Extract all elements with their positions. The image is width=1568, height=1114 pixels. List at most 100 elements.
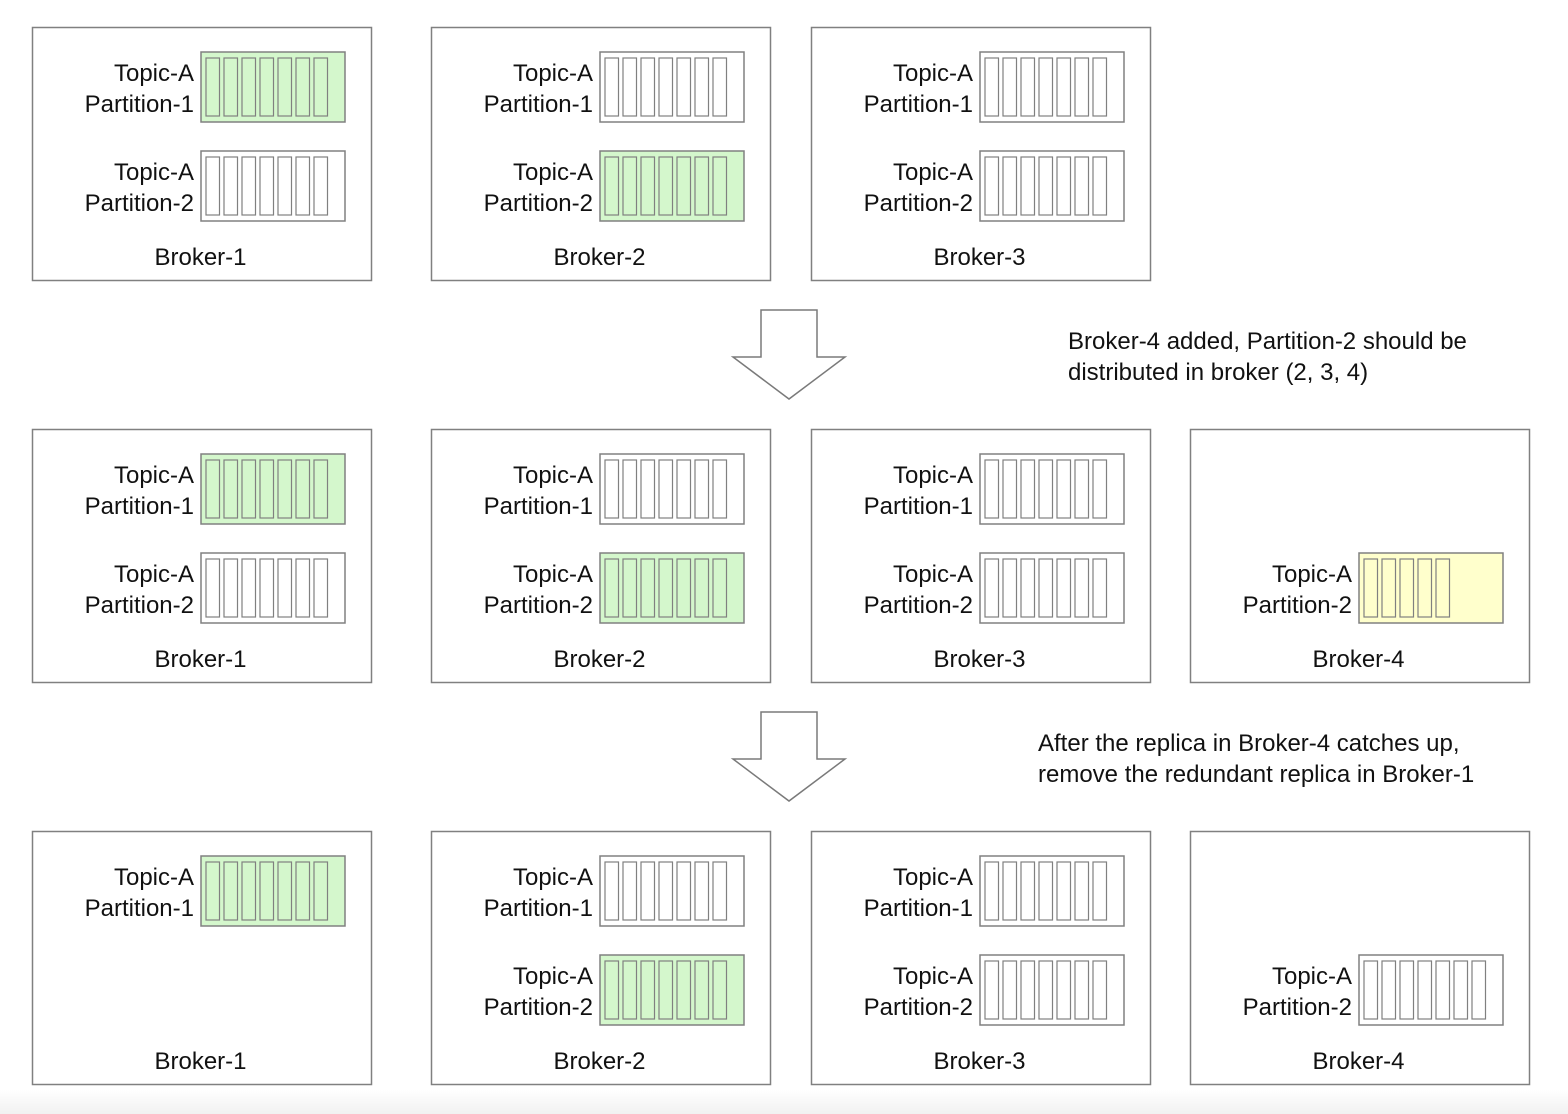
partition-name-label: Partition-1 xyxy=(864,91,973,118)
partition-name-label: Partition-1 xyxy=(484,91,593,118)
log-segment xyxy=(313,861,329,921)
log-segment xyxy=(658,558,674,618)
broker-box-broker-3: Broker-3Topic-APartition-1Topic-APartiti… xyxy=(810,830,1152,1086)
log-segment xyxy=(676,960,692,1020)
broker-label: Broker-3 xyxy=(933,646,1025,673)
log-segment xyxy=(640,960,656,1020)
log-segment xyxy=(1056,156,1072,216)
log-segment xyxy=(622,156,638,216)
log-segment xyxy=(676,558,692,618)
broker-box-broker-2: Broker-2Topic-APartition-1Topic-APartiti… xyxy=(430,26,772,282)
log-segment xyxy=(1074,861,1090,921)
down-arrow-icon xyxy=(730,711,848,802)
log-segment xyxy=(712,459,728,519)
log-segment xyxy=(1471,960,1487,1020)
partition-name-label: Partition-1 xyxy=(864,493,973,520)
broker-label: Broker-1 xyxy=(154,244,246,271)
log-segment xyxy=(295,558,311,618)
log-segment xyxy=(1363,558,1379,618)
partition-replica: Topic-A Partition-2 xyxy=(484,552,745,624)
partition-topic-label: Topic-A xyxy=(114,159,194,186)
log-segment xyxy=(1020,960,1036,1020)
log-segment xyxy=(712,558,728,618)
log-segment xyxy=(1399,960,1415,1020)
log-segment xyxy=(295,57,311,117)
log-segment xyxy=(984,558,1000,618)
log-segment xyxy=(622,960,638,1020)
log-segment xyxy=(1020,57,1036,117)
log-segment xyxy=(259,558,275,618)
stage-2: Broker-1Topic-APartition-1Topic-APartiti… xyxy=(31,428,1531,684)
log-segment xyxy=(658,459,674,519)
partition-topic-label: Topic-A xyxy=(513,561,593,588)
broker-box-broker-1: Broker-1Topic-APartition-1Topic-APartiti… xyxy=(31,428,373,684)
log-segment xyxy=(277,558,293,618)
log-segment xyxy=(1038,861,1054,921)
partition-topic-label: Topic-A xyxy=(893,864,973,891)
log-segment xyxy=(1056,960,1072,1020)
log-segment xyxy=(223,459,239,519)
log-segment xyxy=(1074,960,1090,1020)
log-segment xyxy=(313,558,329,618)
log-segment xyxy=(241,558,257,618)
partition-topic-label: Topic-A xyxy=(893,159,973,186)
partition-name-label: Partition-2 xyxy=(484,592,593,619)
partition-name-label: Partition-2 xyxy=(484,190,593,217)
log-segment xyxy=(1435,960,1451,1020)
log-segment xyxy=(676,459,692,519)
log-segment xyxy=(676,861,692,921)
log-segment xyxy=(1038,459,1054,519)
partition-topic-label: Topic-A xyxy=(513,159,593,186)
log-segment xyxy=(259,156,275,216)
partition-name-label: Partition-2 xyxy=(85,190,194,217)
log-segment xyxy=(241,57,257,117)
transition-note-line: After the replica in Broker-4 catches up… xyxy=(1038,730,1460,757)
partition-topic-label: Topic-A xyxy=(893,462,973,489)
log-segment xyxy=(241,861,257,921)
log-segment xyxy=(984,156,1000,216)
partition-replica: Topic-A Partition-1 xyxy=(864,453,1125,525)
log-segment xyxy=(640,459,656,519)
partition-name-label: Partition-2 xyxy=(1243,994,1352,1021)
broker-label: Broker-2 xyxy=(553,244,645,271)
log-segment xyxy=(1002,861,1018,921)
log-segment xyxy=(676,57,692,117)
log-segment xyxy=(1056,558,1072,618)
log-segment xyxy=(604,459,620,519)
log-segment xyxy=(1002,57,1018,117)
log-segment xyxy=(658,960,674,1020)
log-segment xyxy=(604,960,620,1020)
log-segment xyxy=(640,861,656,921)
log-segment xyxy=(1020,861,1036,921)
log-segment xyxy=(1038,156,1054,216)
partition-name-label: Partition-2 xyxy=(864,592,973,619)
partition-name-label: Partition-2 xyxy=(484,994,593,1021)
log-segment xyxy=(205,861,221,921)
log-segment xyxy=(1092,861,1108,921)
log-segment xyxy=(1038,960,1054,1020)
log-segment xyxy=(1074,57,1090,117)
stage-1: Broker-1Topic-APartition-1Topic-APartiti… xyxy=(31,26,1152,282)
log-segment xyxy=(658,57,674,117)
log-segment xyxy=(277,57,293,117)
transition-note-line: distributed in broker (2, 3, 4) xyxy=(1068,359,1368,386)
log-segment xyxy=(1020,459,1036,519)
log-segment xyxy=(984,57,1000,117)
broker-label: Broker-2 xyxy=(553,1048,645,1075)
log-segment xyxy=(241,459,257,519)
log-segment xyxy=(694,459,710,519)
log-segment xyxy=(984,861,1000,921)
log-segment xyxy=(1056,861,1072,921)
log-segment xyxy=(1074,459,1090,519)
log-segment xyxy=(640,558,656,618)
